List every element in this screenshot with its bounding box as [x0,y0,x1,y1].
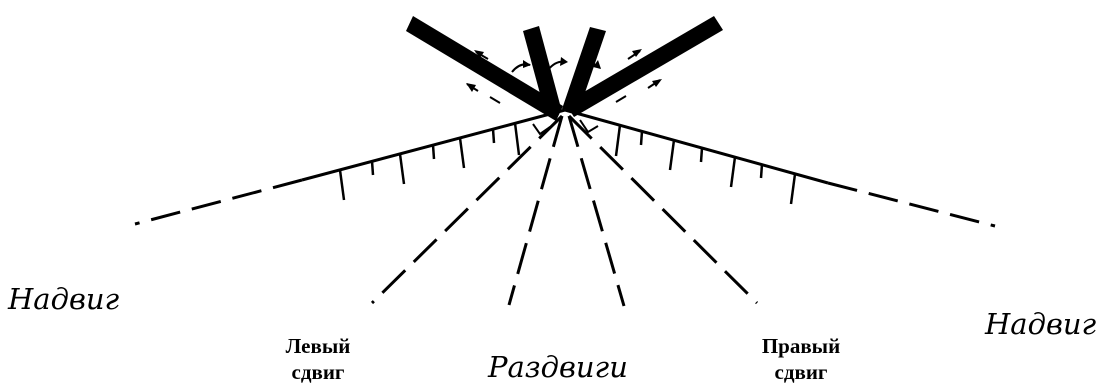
thrust-label-right: Надвиг [985,307,1096,341]
origin-marks [533,120,598,134]
extension-fracture-right [569,116,624,306]
right-shear-label: Правый сдвиг [746,333,856,385]
thrust-fault-right [565,110,828,183]
left-shear-label-line2: сдвиг [268,359,368,385]
left-shear-label: Левый сдвиг [268,333,368,385]
thrust-fault-left-dashed [135,180,302,224]
thrust-fault-right-dashed [828,183,995,226]
left-shear-label-line1: Левый [268,333,368,359]
left-shear-fracture [372,116,562,303]
thrust-label-left: Надвиг [8,282,119,316]
compression-bars [406,16,723,121]
right-shear-label-line2: сдвиг [746,359,856,385]
spreading-label: Раздвиги [488,350,628,384]
thrust-faults [135,110,995,226]
right-shear-label-line1: Правый [746,333,856,359]
